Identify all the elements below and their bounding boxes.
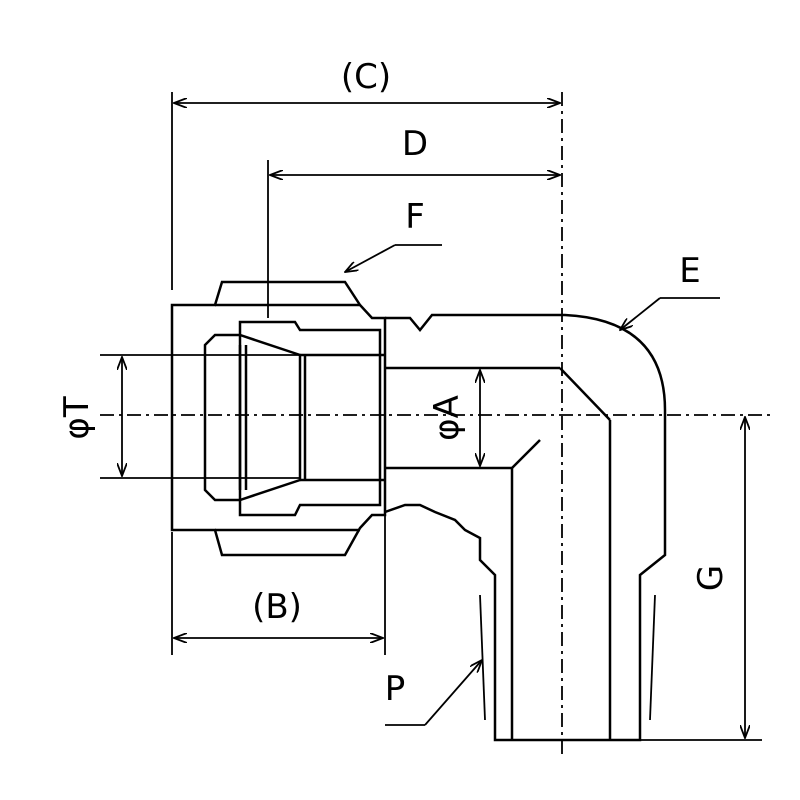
dimension-phi-t: φT (57, 354, 300, 479)
label-p: P (385, 669, 406, 709)
label-b: (B) (252, 587, 302, 627)
elbow-body (384, 313, 667, 742)
label-g: G (691, 565, 731, 591)
dimension-b: (B) (171, 515, 386, 655)
label-f: F (405, 197, 425, 237)
label-phi-a: φA (427, 395, 467, 441)
dimension-c: (C) (171, 57, 560, 290)
dimension-d: D (267, 124, 560, 318)
label-e: E (679, 251, 700, 291)
dimension-phi-a: φA (427, 370, 480, 466)
label-c: (C) (341, 57, 391, 97)
label-phi-t: φT (57, 396, 97, 439)
ferrule (203, 320, 385, 517)
leader-e: E (620, 251, 720, 330)
leader-f: F (345, 197, 442, 272)
label-d: D (402, 124, 428, 164)
dimension-g: G (640, 417, 762, 741)
leader-p: P (385, 660, 482, 726)
